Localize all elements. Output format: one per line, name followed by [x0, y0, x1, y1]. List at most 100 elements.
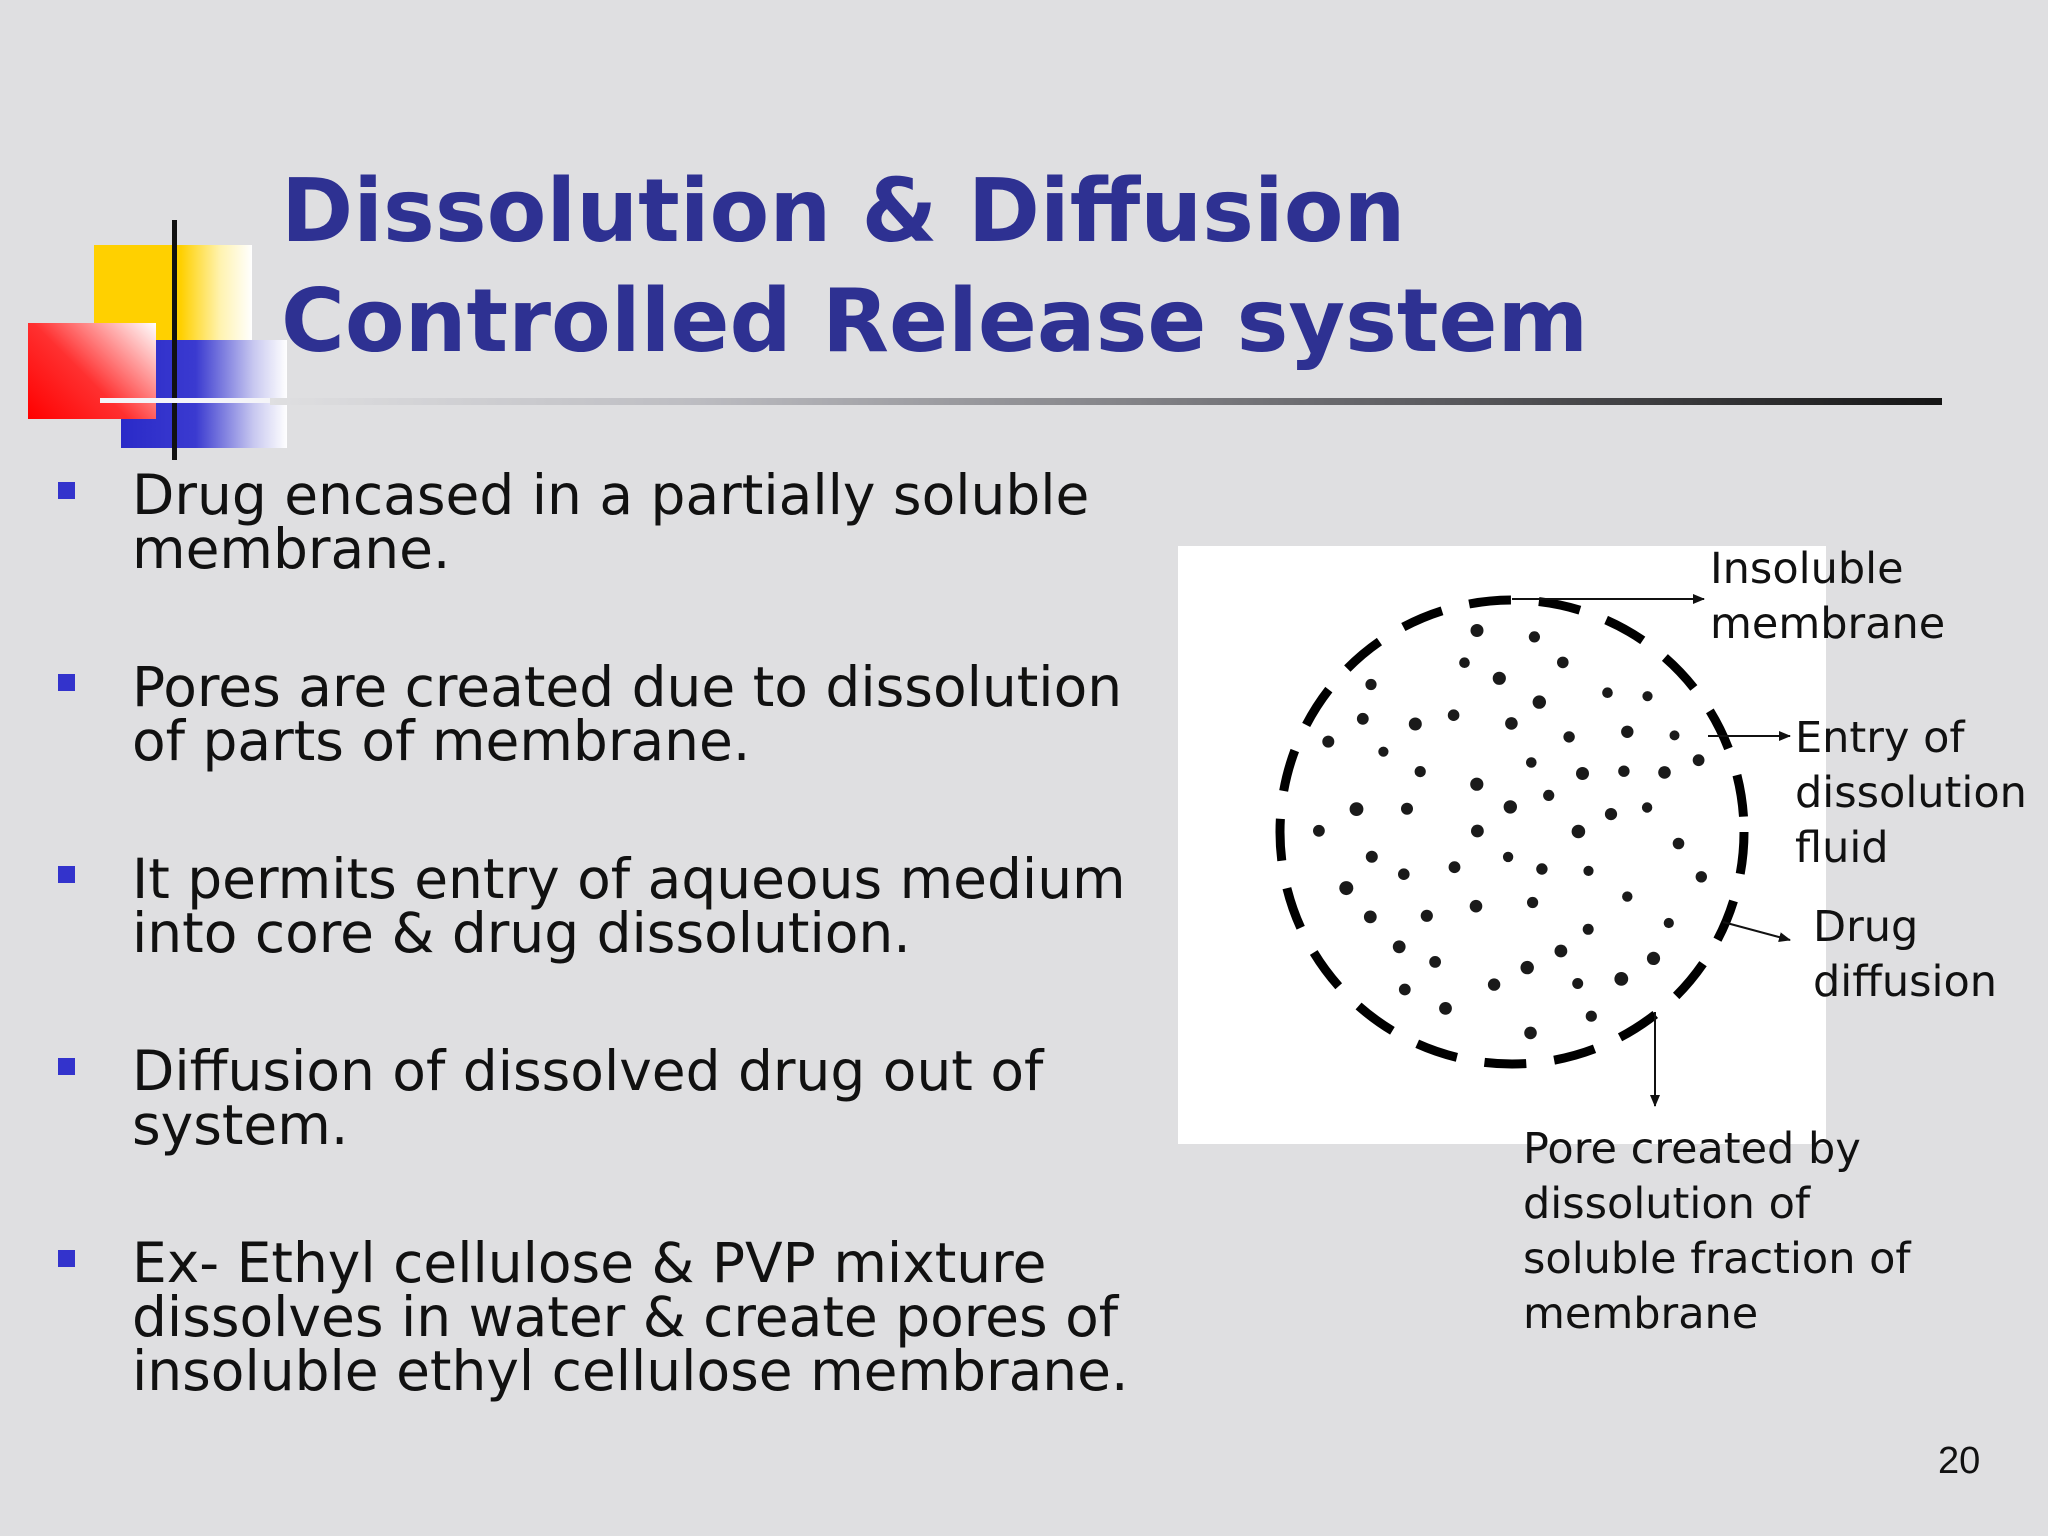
drug-particle-dot	[1392, 940, 1406, 954]
drug-particle-dot	[1398, 983, 1411, 996]
bullet-text-line: Ex- Ethyl cellulose & PVP mixture	[132, 1231, 1047, 1295]
bullet-text-line: It permits entry of aqueous medium	[132, 847, 1126, 911]
insoluble-membrane-circle	[1275, 595, 1749, 1069]
drug-particle-dot	[1576, 767, 1589, 780]
title-line-2: Controlled Release system	[281, 270, 1589, 372]
drug-particle-dot	[1669, 730, 1680, 741]
drug-particle-dot	[1642, 691, 1653, 702]
drug-particle-dot	[1322, 735, 1335, 748]
drug-particle-dot	[1658, 766, 1671, 779]
bullet-item: Drug encased in a partially soluble memb…	[58, 463, 1192, 581]
bullet-text-line: insoluble ethyl cellulose membrane.	[132, 1339, 1129, 1403]
bullet-square-icon	[58, 1058, 75, 1075]
bullet-text-line: into core & drug dissolution.	[132, 901, 911, 965]
bullet-item: It permits entry of aqueous medium into …	[58, 847, 1192, 965]
drug-particle-dot	[1505, 717, 1518, 730]
drug-particle-dot	[1572, 978, 1584, 989]
drug-particle-dot	[1429, 956, 1441, 968]
bullet-text-line: Drug encased in a partially soluble	[132, 463, 1090, 527]
drug-particle-dot	[1378, 746, 1389, 757]
drug-particle-dot	[1557, 656, 1569, 669]
drug-particle-dot	[1622, 891, 1633, 902]
bullet-item: Ex- Ethyl cellulose & PVP mixture dissol…	[58, 1231, 1192, 1403]
drug-particle-dot	[1401, 802, 1413, 815]
drug-particle-dot	[1583, 865, 1594, 877]
bullet-square-icon	[58, 866, 75, 883]
diagram-panel	[1178, 546, 1826, 1144]
drug-particle-dot	[1526, 757, 1537, 768]
drug-particle-dot	[1520, 960, 1534, 975]
drug-particle-dot	[1398, 868, 1410, 880]
bullet-text-line: Diffusion of dissolved drug out of	[132, 1039, 1044, 1103]
label-insoluble-membrane: Insoluble membrane	[1710, 544, 1946, 649]
drug-particle-dot	[1414, 766, 1426, 778]
logo-red-square	[28, 323, 156, 419]
drug-diffusion-arrow	[1722, 921, 1791, 942]
bullet-text-line: membrane.	[132, 517, 451, 581]
bullet-square-icon	[58, 482, 75, 499]
logo-vertical-line	[172, 220, 177, 460]
drug-particle-dot	[1692, 754, 1705, 767]
drug-particle-dot	[1492, 671, 1506, 685]
logo-horizontal-line	[100, 398, 286, 403]
drug-particle-dot	[1641, 802, 1653, 813]
drug-particle-dot	[1554, 944, 1568, 958]
label-entry-fluid: Entry of dissolution fluid	[1795, 713, 2027, 873]
label-drug-diffusion: Drug diffusion	[1813, 902, 1998, 1007]
drug-particle-dot	[1563, 731, 1575, 743]
drug-particle-dot	[1602, 687, 1613, 698]
drug-particle-dot	[1618, 765, 1630, 777]
drug-particle-dot	[1487, 978, 1501, 991]
drug-particle-dot	[1621, 725, 1634, 738]
drug-particle-dot	[1365, 678, 1377, 691]
drug-particle-dot	[1448, 861, 1461, 874]
drug-particle-dot	[1356, 712, 1369, 725]
drug-particle-dot	[1470, 777, 1484, 791]
title-line-1: Dissolution & Diffusion	[281, 160, 1406, 262]
bullet-square-icon	[58, 1250, 75, 1267]
title-underline	[270, 398, 1942, 405]
drug-particle-dot	[1420, 909, 1433, 922]
drug-particle-dot	[1672, 837, 1685, 850]
drug-particle-dot	[1571, 824, 1586, 839]
drug-particle-dot	[1339, 881, 1354, 896]
drug-particle-dot	[1471, 824, 1484, 838]
drug-particle-dot	[1527, 896, 1539, 909]
bullet-text-line: system.	[132, 1093, 349, 1157]
drug-particle-dot	[1313, 824, 1325, 837]
label-pore-created: Pore created by dissolution of soluble f…	[1523, 1124, 1911, 1339]
drug-particle-dot	[1528, 631, 1540, 643]
drug-particle-dot	[1447, 709, 1460, 721]
drug-particles	[1313, 624, 1708, 1040]
page-number: 20	[1938, 1440, 1981, 1482]
drug-particle-dot	[1585, 1010, 1597, 1022]
bullet-square-icon	[58, 674, 75, 691]
slide-title: Dissolution & Diffusion Controlled Relea…	[281, 156, 1781, 376]
drug-particle-dot	[1503, 800, 1518, 814]
drug-particle-dot	[1532, 695, 1547, 709]
drug-particle-dot	[1363, 910, 1377, 924]
drug-particle-dot	[1524, 1026, 1537, 1040]
drug-particle-dot	[1695, 871, 1708, 883]
drug-particle-dot	[1469, 899, 1483, 913]
bullet-item: Diffusion of dissolved drug out of syste…	[58, 1039, 1192, 1157]
bullet-text-line: Pores are created due to dissolution	[132, 655, 1123, 719]
bullet-text-line: dissolves in water & create pores of	[132, 1285, 1119, 1349]
drug-particle-dot	[1646, 951, 1661, 966]
drug-particle-dot	[1663, 917, 1674, 929]
drug-particle-dot	[1502, 851, 1514, 863]
bullet-text-line: of parts of membrane.	[132, 709, 751, 773]
drug-particle-dot	[1470, 624, 1484, 637]
drug-particle-dot	[1408, 717, 1422, 731]
drug-particle-dot	[1459, 657, 1470, 668]
drug-particle-dot	[1536, 863, 1548, 875]
drug-particle-dot	[1365, 850, 1378, 863]
drug-particle-dot	[1439, 1002, 1452, 1015]
drug-particle-dot	[1543, 789, 1555, 802]
drug-particle-dot	[1614, 972, 1629, 986]
bullet-item: Pores are created due to dissolution of …	[58, 655, 1192, 773]
drug-particle-dot	[1604, 808, 1618, 821]
drug-particle-dot	[1582, 923, 1594, 935]
